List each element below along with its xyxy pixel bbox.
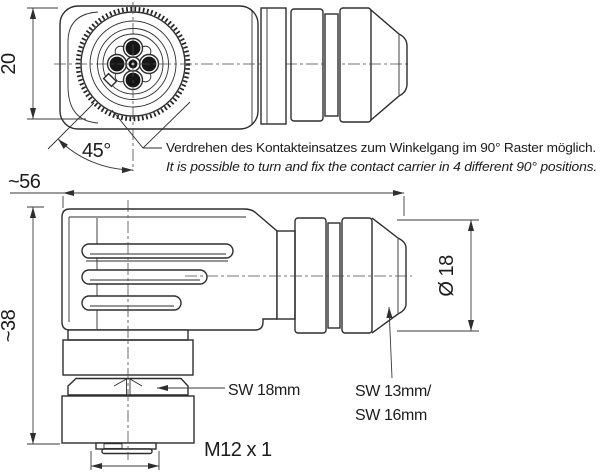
dim-thread-text: M12 x 1 [204, 439, 272, 461]
dim-total-length: ~56 [8, 171, 405, 216]
front-body-left-contour [67, 11, 99, 124]
thread-tip [95, 442, 157, 455]
dim-total-length-text: ~56 [8, 171, 41, 193]
dim-total-height-text: ~38 [0, 309, 20, 342]
grip-slots [81, 243, 234, 311]
keying-notch [102, 72, 118, 88]
dim-angle-45: 45° [47, 102, 134, 174]
dim-ring-diameter: 20 [0, 7, 86, 120]
gland-knurl-1 [290, 8, 324, 122]
label-body-wrench-text: SW 18mm [228, 382, 300, 399]
side-view-gland [185, 217, 412, 334]
annotation-english: It is possible to turn and fix the conta… [166, 159, 597, 174]
label-body-wrench: SW 18mm [157, 382, 300, 399]
grip-slot-3 [81, 295, 182, 311]
gland-mid-ring-side [327, 222, 341, 329]
dim-gland-diameter-text: Ø 18 [436, 255, 458, 297]
gland-cone [370, 9, 408, 121]
dim-ring-diameter-text: 20 [0, 53, 20, 75]
label-gland-wrench-line1: SW 13mm/ [355, 383, 432, 400]
grip-slot-2 [81, 269, 208, 285]
side-body-outline [61, 208, 278, 331]
hex-chamfer-right [129, 378, 143, 387]
gland-wrench-leader [386, 306, 393, 379]
dim-thread: M12 x 1 [90, 439, 273, 470]
dim-angle-text: 45° [82, 140, 111, 162]
gland-mid-ring [324, 13, 339, 117]
hex-chamfer-left [113, 378, 127, 387]
gland-knurl-2-side [341, 217, 373, 334]
angle-arc [57, 138, 134, 174]
thread-tip-detail [103, 443, 123, 449]
front-body-outline [59, 5, 259, 130]
gland-knurl-2 [339, 7, 372, 123]
front-view [54, 2, 411, 171]
angle-radial-line [47, 102, 95, 150]
gland-knurl-1-side [294, 217, 327, 334]
label-gland-wrench-line2: SW 16mm [355, 407, 427, 424]
front-view-gland [260, 7, 408, 125]
thread-tip-end [101, 448, 153, 455]
gland-flange [260, 7, 287, 125]
dim-gland-diameter: Ø 18 [397, 219, 479, 332]
side-view [61, 208, 278, 331]
gland-neck [276, 230, 296, 320]
label-gland-wrench: SW 13mm/ SW 16mm [355, 306, 432, 424]
dim-total-height: ~38 [0, 206, 60, 445]
grip-slot-1 [81, 243, 234, 259]
annotation: Verdrehen des Kontakteinsatzes zum Winke… [111, 101, 597, 174]
annotation-german: Verdrehen des Kontakteinsatzes zum Winke… [166, 140, 596, 155]
